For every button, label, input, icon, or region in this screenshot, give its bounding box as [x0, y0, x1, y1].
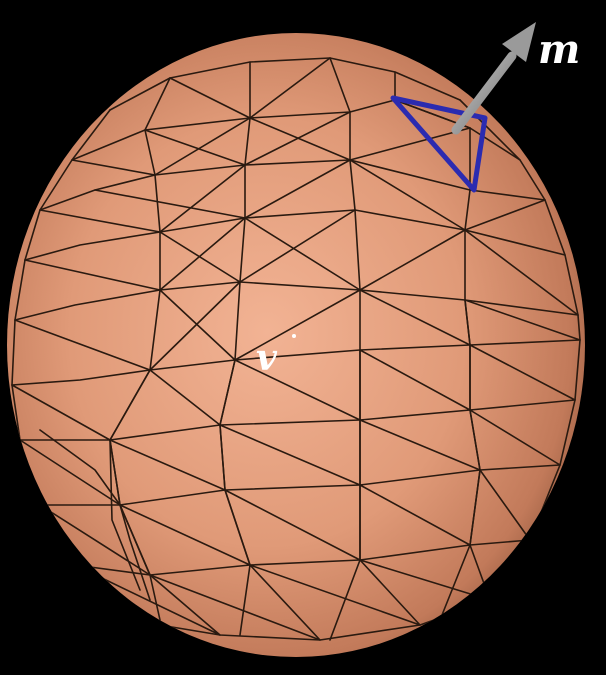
normal-vector-label: m — [538, 26, 581, 73]
highlighted-triangle — [390, 95, 488, 193]
vertex-marker — [292, 334, 296, 338]
normal-vector-arrow — [451, 22, 536, 135]
vertex-label: v — [256, 337, 277, 379]
